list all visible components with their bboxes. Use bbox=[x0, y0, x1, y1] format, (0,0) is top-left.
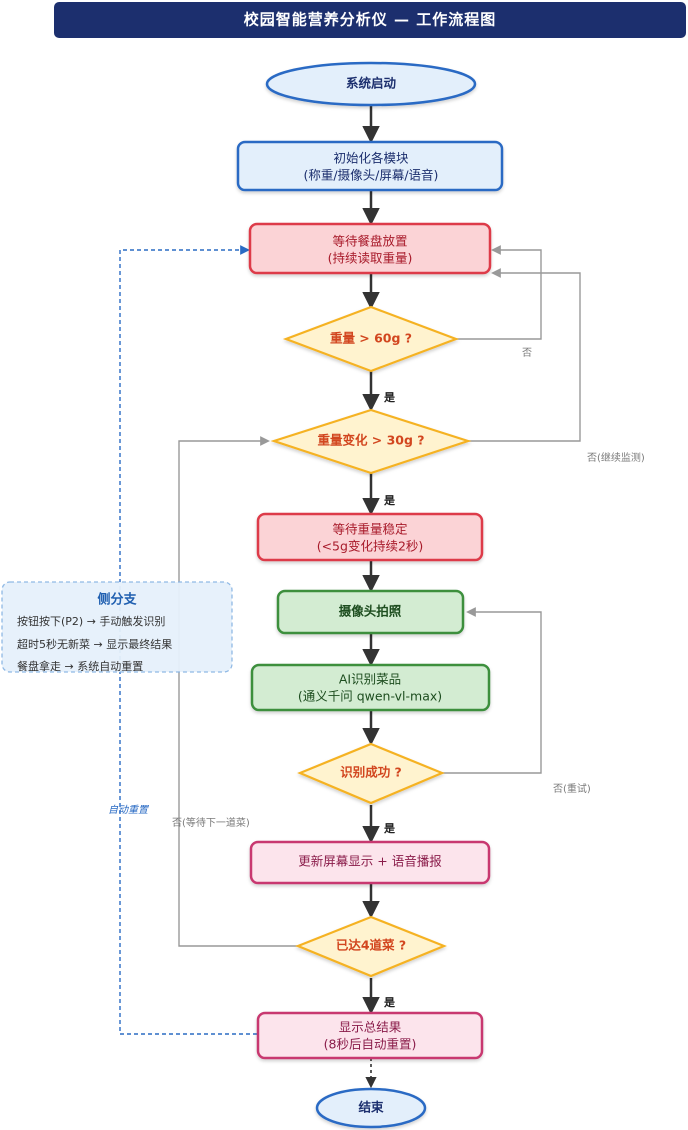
init-node: 初始化各模块 (称重/摄像头/屏幕/语音) bbox=[236, 140, 504, 192]
no-label-recog: 否(重试) bbox=[553, 782, 591, 795]
yes-label-count: 是 bbox=[383, 996, 396, 1009]
yes-label-weight: 是 bbox=[383, 391, 396, 404]
wait-stable-line1: 等待重量稳定 bbox=[332, 522, 407, 537]
count-check-decision: 已达4道菜 ? bbox=[295, 915, 447, 978]
recog-check-label: 识别成功 ? bbox=[340, 765, 402, 780]
edge-labels: 是 是 是 是 否 否(继续监测) 否(重试) 否(等待下一道菜) 自动重置 bbox=[108, 347, 645, 1009]
ai-label-line1: AI识别菜品 bbox=[339, 672, 401, 687]
change-check-decision: 重量变化 > 30g ? bbox=[270, 408, 472, 475]
recog-check-decision: 识别成功 ? bbox=[297, 742, 445, 805]
yes-label-recog: 是 bbox=[383, 822, 396, 835]
no-label-weight: 否 bbox=[522, 347, 532, 359]
weight-check-label: 重量 > 60g ? bbox=[330, 331, 412, 346]
show-total-node: 显示总结果 (8秒后自动重置) bbox=[256, 1011, 484, 1060]
show-total-line1: 显示总结果 bbox=[339, 1020, 402, 1035]
update-label: 更新屏幕显示 + 语音播报 bbox=[298, 854, 442, 869]
start-node: 系统启动 bbox=[265, 61, 477, 107]
end-label: 结束 bbox=[358, 1100, 384, 1115]
wait-plate-line2: (持续读取重量) bbox=[328, 251, 413, 266]
side-branch-item: 餐盘拿走 → 系统自动重置 bbox=[17, 659, 143, 673]
side-branch-item: 按钮按下(P2) → 手动触发识别 bbox=[17, 614, 165, 628]
wait-stable-node: 等待重量稳定 (<5g变化持续2秒) bbox=[256, 512, 484, 562]
side-branch-title: 侧分支 bbox=[97, 592, 137, 608]
auto-reset-label: 自动重置 bbox=[108, 804, 149, 816]
wait-stable-line2: (<5g变化持续2秒) bbox=[317, 539, 424, 554]
camera-node: 摄像头拍照 bbox=[276, 589, 465, 635]
wait-plate-line1: 等待餐盘放置 bbox=[332, 234, 407, 249]
camera-label: 摄像头拍照 bbox=[339, 604, 402, 619]
init-label-line1: 初始化各模块 bbox=[333, 151, 409, 166]
change-check-label: 重量变化 > 30g ? bbox=[317, 433, 424, 448]
page-title: 校园智能营养分析仪 — 工作流程图 bbox=[244, 11, 496, 29]
side-branch-item: 超时5秒无新菜 → 显示最终结果 bbox=[17, 637, 172, 651]
ai-node: AI识别菜品 (通义千问 qwen-vl-max) bbox=[250, 663, 491, 712]
no-label-change: 否(继续监测) bbox=[587, 451, 645, 464]
yes-label-change: 是 bbox=[383, 494, 396, 507]
no-label-count: 否(等待下一道菜) bbox=[172, 816, 250, 829]
init-label-line2: (称重/摄像头/屏幕/语音) bbox=[304, 168, 439, 183]
end-node: 结束 bbox=[315, 1087, 427, 1129]
weight-check-decision: 重量 > 60g ? bbox=[282, 305, 460, 373]
count-check-label: 已达4道菜 ? bbox=[336, 938, 406, 953]
wait-plate-node: 等待餐盘放置 (持续读取重量) bbox=[248, 222, 492, 275]
show-total-line2: (8秒后自动重置) bbox=[324, 1037, 417, 1052]
ai-label-line2: (通义千问 qwen-vl-max) bbox=[298, 689, 442, 704]
side-branch-panel: 侧分支 按钮按下(P2) → 手动触发识别 超时5秒无新菜 → 显示最终结果 餐… bbox=[1, 581, 233, 673]
update-node: 更新屏幕显示 + 语音播报 bbox=[249, 840, 491, 885]
title-bar: 校园智能营养分析仪 — 工作流程图 bbox=[54, 2, 686, 38]
start-label: 系统启动 bbox=[346, 76, 397, 91]
